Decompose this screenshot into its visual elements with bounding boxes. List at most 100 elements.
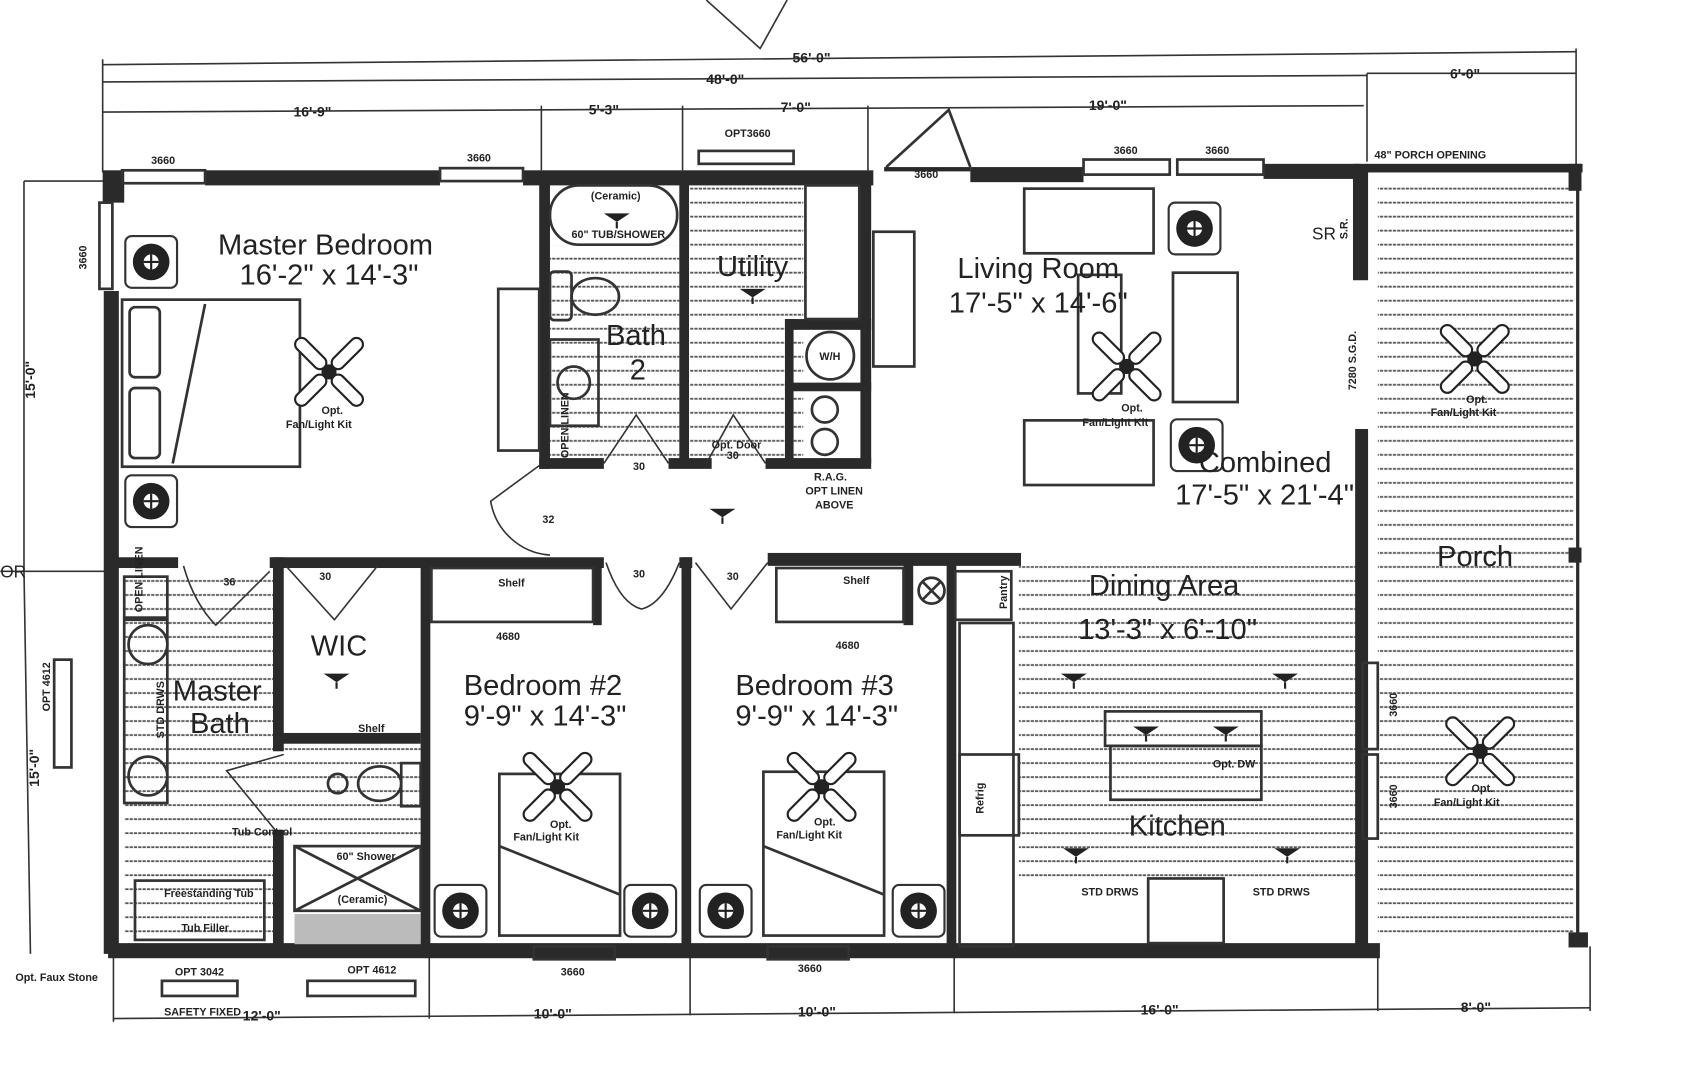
room-bedroom2-size: 9'-9" x 14'-3" [464,700,627,732]
fan-note: Fan/Light Kit [1082,417,1148,429]
fan-note: Opt. [1121,403,1143,415]
sr-note-2: S.R. [1339,218,1351,239]
room-living: Living Room [957,253,1119,285]
dim-bottom-4: 16'-0" [1141,1001,1179,1017]
windows [52,107,1380,998]
faux-stone-note: Opt. Faux Stone [15,972,98,984]
dim-total: 56'-0" [792,50,830,66]
walls [102,163,1588,959]
door-note: 30 [633,569,645,581]
left-edge-text: OR [0,562,26,582]
refrig-note: Refrig [974,783,986,814]
room-bath2: Bath [606,320,666,352]
furniture [120,184,1263,948]
room-bath2-number: 2 [630,354,646,386]
sr-note: SR [1312,223,1336,243]
fan-note: Opt. [550,819,572,831]
fan-note: Opt. [321,405,343,417]
dim-bottom-5: 8'-0" [1461,999,1491,1015]
room-porch: Porch [1437,541,1513,573]
room-kitchen: Kitchen [1129,810,1226,842]
porch-opening-note: 48" PORCH OPENING [1375,149,1487,161]
window-label: OPT 3042 [175,966,224,978]
tub-filler-note: Tub Filler [181,922,229,934]
room-wic: WIC [311,630,368,662]
freestanding-note: Freestanding Tub [164,888,254,900]
window-label: 3660 [151,155,175,167]
fan-note: Fan/Light Kit [776,830,842,842]
std-drws-note: STD DRWS [1253,887,1310,899]
room-combined-size: 17'-5" x 21'-4" [1175,479,1354,511]
window-label: 3660 [1205,145,1229,157]
dim-top-4: 19'-0" [1089,97,1127,113]
shower-ceramic: (Ceramic) [338,894,388,906]
porch-floor [1377,183,1574,938]
shower-note: 60" Shower [337,851,397,863]
rag-note: R.A.G. [814,472,847,484]
room-utility: Utility [717,251,789,283]
dim-left-2: 15'-0" [26,749,42,787]
tub-note: (Ceramic) [591,190,641,202]
dim-top-2: 5'-3" [589,101,619,117]
shelf-note: Shelf [843,575,870,587]
dim-top-1: 16'-9" [293,103,331,119]
door-note: 30 [633,461,645,473]
dim-bottom-3: 10'-0" [798,1003,836,1019]
std-drws-note: STD DRWS [1081,887,1138,899]
room-dining: Dining Area [1089,570,1240,602]
fan-note: Fan/Light Kit [1434,797,1500,809]
window-label: 3660 [1388,784,1400,808]
door-note: 30 [319,571,331,583]
door-note: 30 [727,450,739,462]
fan-note: Opt. [1466,394,1488,406]
window-label: OPT 4612 [41,662,53,711]
dimension-lines [0,0,1591,1022]
fan-note: Fan/Light Kit [513,832,579,844]
door-note: 32 [542,514,554,526]
wh-note: W/H [819,351,840,363]
rag-note: ABOVE [815,500,853,512]
kitchen-floor [1018,565,1359,879]
front-door-label: 3660 [914,169,938,181]
fan-note: Fan/Light Kit [286,419,352,431]
window-label: 3660 [467,153,491,165]
std-drws-note: STD DRWS [155,681,167,738]
pantry-note: Pantry [998,575,1010,609]
room-bedroom3: Bedroom #3 [735,670,894,702]
room-bedroom2: Bedroom #2 [464,670,623,702]
room-master-bedroom: Master Bedroom [218,229,433,261]
open-linen-note: OPEN LINEN [559,392,571,458]
dim-house: 48'-0" [706,71,744,87]
room-bedroom3-size: 9'-9" x 14'-3" [735,700,898,732]
window-label: 3660 [561,966,585,978]
fan-note: Opt. [1472,783,1494,795]
room-dining-size: 13'-3" x 6'-10" [1078,614,1257,646]
window-label: 3660 [78,246,90,270]
fan-note: Fan/Light Kit [1431,407,1497,419]
sgd-note: 7280 S.G.D. [1347,331,1359,390]
window-label: OPT3660 [725,128,771,140]
window-label: 3660 [798,963,822,975]
closet-note: 4680 [496,631,520,643]
door-note: 30 [727,571,739,583]
dim-porch-top: 6'-0" [1450,66,1480,82]
shelf-note: Shelf [498,577,525,589]
window-label: 3660 [1388,693,1400,717]
window-label: SAFETY FIXED [164,1006,241,1018]
master-bath-floor-2 [275,743,421,836]
dim-bottom-1: 12'-0" [243,1008,281,1024]
dw-note: Opt. DW [1213,758,1256,770]
tub-control-note: Tub Control [232,826,292,838]
tub-note: 60" TUB/SHOWER [572,229,666,241]
fan-note: Opt. [814,817,836,829]
shelf-note: Shelf [358,723,385,735]
room-living-size: 17'-5" x 14'-6" [949,288,1128,320]
utility-floor [690,185,804,461]
dim-left-1: 15'-0" [22,361,38,399]
rag-note: OPT LINEN [805,486,863,498]
dim-top-3: 7'-0" [781,99,811,115]
window-label: OPT 4612 [347,964,396,976]
door-swings [182,413,769,831]
room-master-bath-2: Bath [190,708,250,740]
